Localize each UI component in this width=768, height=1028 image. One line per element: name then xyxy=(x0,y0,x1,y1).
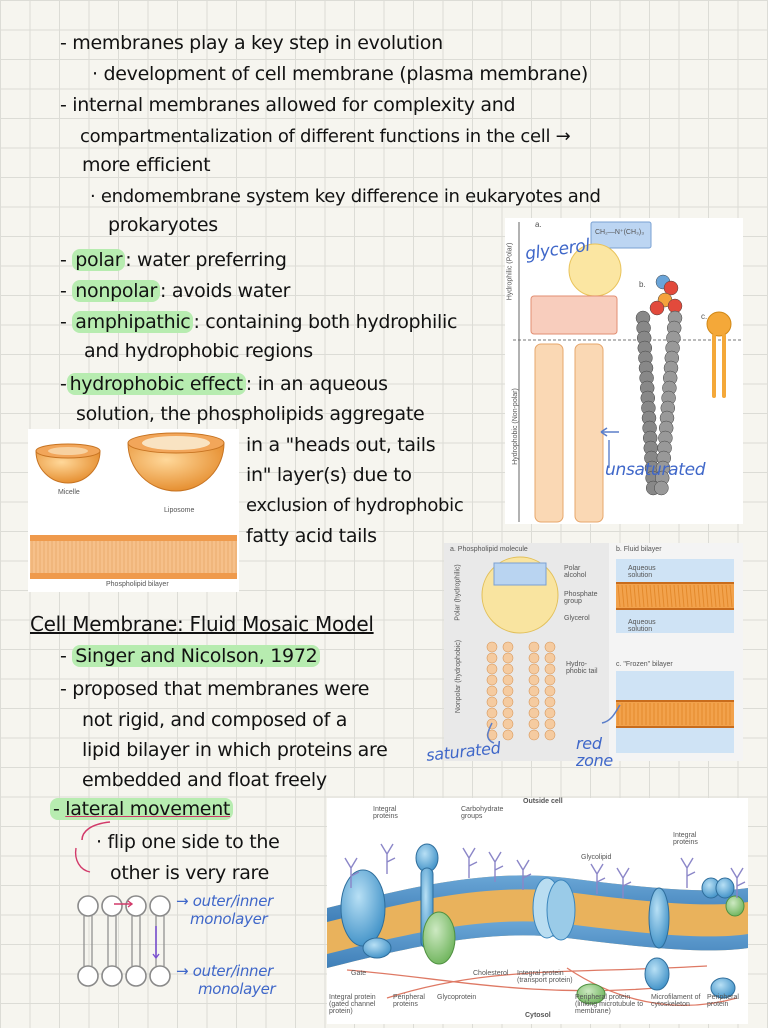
note-line-5: more efficient xyxy=(82,154,211,176)
note-line-2: · development of cell membrane (plasma m… xyxy=(92,63,588,85)
phospholipid-structure-figure: a. b. c. CH₂—N⁺(CH₃)₃ Hydrophilic (Polar… xyxy=(505,218,743,524)
polar-definition: : water preferring xyxy=(125,249,287,271)
transport-protein-label: Integral protein (transport protein) xyxy=(517,970,573,984)
saturated-annotation: saturated xyxy=(425,738,502,765)
lateral-line: - lateral movement xyxy=(50,797,234,822)
outside-cell-label: Outside cell xyxy=(523,798,563,805)
nonpolar-definition: : avoids water xyxy=(160,280,291,302)
monolayer-note-1b: monolayer xyxy=(190,910,268,928)
note-line-7: prokaryotes xyxy=(108,214,218,236)
integral-proteins-2-label: Integral proteins xyxy=(673,832,698,846)
fluid-c-label: c. "Frozen" bilayer xyxy=(616,661,673,668)
authors-highlight: Singer and Nicolson, 1972 xyxy=(72,645,321,667)
hydrophobic-def-6: fatty acid tails xyxy=(246,525,377,547)
monolayer-note-1a: → outer/inner xyxy=(176,892,274,910)
fluid-bilayer-figure: a. Phospholipid molecule b. Fluid bilaye… xyxy=(425,543,743,769)
monolayer-note-2b: monolayer xyxy=(198,980,276,998)
fluid-nonpolar-axis: Nonpolar (hydrophobic) xyxy=(455,639,463,714)
hydrophobic-def-3: in a "heads out, tails xyxy=(246,434,436,456)
fluid-b-label: b. Fluid bilayer xyxy=(616,546,662,553)
note-line-4: compartmentalization of different functi… xyxy=(80,126,571,147)
proposed-line-1: - proposed that membranes were xyxy=(60,678,370,700)
fluid-polar-axis: Polar (hydrophilic) xyxy=(454,564,462,621)
note-line-1: - membranes play a key step in evolution xyxy=(60,32,443,54)
monolayer-sketch xyxy=(77,895,171,987)
polar-def: - polar: water preferring xyxy=(60,249,287,271)
gate-label: Gate xyxy=(351,970,367,977)
proposed-line-2: not rigid, and composed of a xyxy=(82,709,348,731)
peripheral-linking-label: Peripheral protein (linking microtubule … xyxy=(575,994,644,1015)
polar-term: polar xyxy=(72,249,126,271)
hydrophobic-def-5: exclusion of hydrophobic xyxy=(246,495,464,516)
amphipathic-definition: : containing both hydrophilic xyxy=(193,311,458,333)
polar-axis-label: Hydrophilic (Polar) xyxy=(506,242,514,301)
aqueous-label-2: Aqueous solution xyxy=(628,619,656,633)
glycerol-label: Glycerol xyxy=(564,615,590,622)
authors-line: - Singer and Nicolson, 1972 xyxy=(60,644,321,669)
unsaturated-annotation: unsaturated xyxy=(605,460,706,480)
note-line-6: · endomembrane system key difference in … xyxy=(90,186,601,207)
integral-proteins-label: Integral proteins xyxy=(373,806,398,820)
proposed-line-3: lipid bilayer in which proteins are xyxy=(82,739,388,761)
micelle-liposome-figure: Micelle Liposome Phospholipid bilayer xyxy=(28,429,239,592)
fluid-a-label: a. Phospholipid molecule xyxy=(450,546,528,553)
proposed-line-4: embedded and float freely xyxy=(82,769,327,791)
fig-c-label: c. xyxy=(701,312,708,321)
red-zone-annotation: red zone xyxy=(576,734,613,770)
hydrophobic-def: -hydrophobic effect: in an aqueous xyxy=(60,373,388,395)
hydrophobic-def-4: in" layer(s) due to xyxy=(246,464,412,486)
fig-a-label: a. xyxy=(535,220,542,229)
bilayer-label: Phospholipid bilayer xyxy=(106,581,169,588)
hydrophobic-definition: : in an aqueous xyxy=(245,373,388,395)
lateral-term: lateral movement xyxy=(65,798,231,820)
nonpolar-axis-label: Hydrophobic (Non-polar) xyxy=(511,388,519,465)
fig-b-label: b. xyxy=(639,280,646,289)
note-line-3: - internal membranes allowed for complex… xyxy=(60,94,516,116)
peripheral-proteins-label: Peripheral proteins xyxy=(393,994,425,1008)
monolayer-note-2a: → outer/inner xyxy=(176,962,274,980)
choline-label: CH₂—N⁺(CH₃)₃ xyxy=(595,229,645,236)
micelle-label: Micelle xyxy=(58,489,80,496)
gated-channel-label: Integral protein (gated channel protein) xyxy=(329,994,376,1015)
liposome-label: Liposome xyxy=(164,507,195,514)
aqueous-label-1: Aqueous solution xyxy=(628,565,656,579)
amphipathic-term: amphipathic xyxy=(72,311,194,333)
carbohydrate-label: Carbohydrate groups xyxy=(461,806,504,820)
amphipathic-def-2: and hydrophobic regions xyxy=(84,340,313,362)
flip-bracket xyxy=(74,821,111,873)
polar-alcohol-label: Polar alcohol xyxy=(564,565,587,579)
hydrophobic-def-2: solution, the phospholipids aggregate xyxy=(76,403,425,425)
phosphate-label: Phosphate group xyxy=(564,591,598,605)
amphipathic-def: - amphipathic: containing both hydrophil… xyxy=(60,311,458,333)
section-heading: Cell Membrane: Fluid Mosaic Model xyxy=(30,612,374,636)
hydrophobic-term: hydrophobic effect xyxy=(66,373,246,395)
cytosol-label: Cytosol xyxy=(525,1012,551,1019)
hydrophobic-tail-label: Hydro-phobic tail xyxy=(566,661,598,675)
nonpolar-def: - nonpolar: avoids water xyxy=(60,280,291,302)
peripheral-protein-label: Peripheral protein xyxy=(707,994,739,1008)
nonpolar-term: nonpolar xyxy=(72,280,161,302)
glycolipid-label: Glycolipid xyxy=(581,854,612,861)
flip-line-1: · flip one side to the xyxy=(96,831,280,853)
flip-line-2: other is very rare xyxy=(110,862,270,884)
cell-membrane-figure: Outside cell Integral proteins Carbohydr… xyxy=(327,798,748,1024)
glycoprotein-label: Glycoprotein xyxy=(437,994,477,1001)
microfilament-label: Microfilament of cytoskeleton xyxy=(651,994,701,1008)
cholesterol-label: Cholesterol xyxy=(473,970,509,977)
